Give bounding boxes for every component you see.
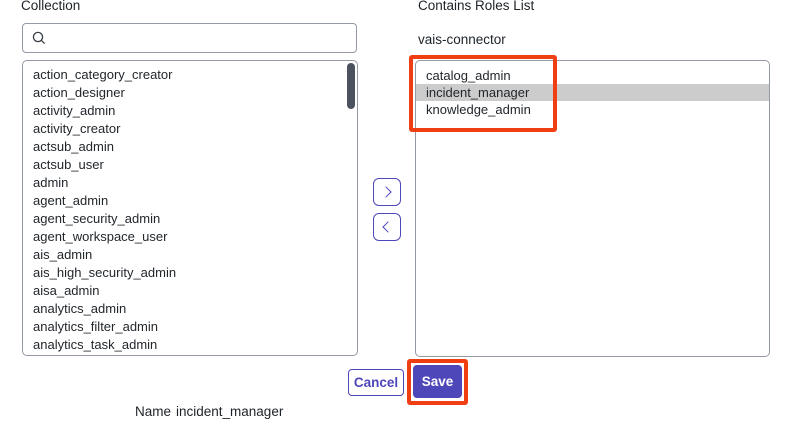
move-right-button[interactable]	[373, 178, 401, 206]
collection-search[interactable]	[22, 23, 357, 53]
chevron-right-icon	[380, 186, 392, 198]
list-item[interactable]: action_category_creator	[33, 67, 173, 82]
list-item[interactable]: ais_high_security_admin	[33, 265, 177, 280]
collection-label: Collection	[21, 0, 81, 13]
list-item[interactable]: analytics_viewer	[23, 354, 357, 355]
list-item[interactable]: analytics_filter_admin	[33, 319, 159, 334]
list-item[interactable]: analytics_admin	[33, 301, 127, 316]
collection-scrollbar[interactable]	[347, 63, 355, 109]
name-label: Name	[135, 404, 172, 419]
contains-roles-label: Contains Roles List	[418, 0, 535, 13]
list-item[interactable]: knowledge_admin	[426, 102, 531, 117]
list-item[interactable]: activity_creator	[33, 121, 121, 136]
list-item[interactable]: ais_admin	[33, 247, 93, 262]
cancel-button[interactable]: Cancel	[348, 369, 404, 396]
list-item[interactable]: admin	[33, 175, 69, 190]
list-item[interactable]: agent_admin	[33, 193, 109, 208]
search-input[interactable]	[47, 24, 356, 52]
list-item[interactable]: analytics_task_admin	[33, 337, 158, 352]
list-item[interactable]: actsub_user	[33, 157, 104, 172]
search-icon	[31, 30, 47, 46]
list-item[interactable]: agent_workspace_user	[33, 229, 168, 244]
list-item[interactable]: activity_admin	[33, 103, 116, 118]
chevron-left-icon	[382, 221, 394, 233]
list-item[interactable]: catalog_admin	[426, 68, 511, 83]
save-button[interactable]: Save	[413, 365, 462, 398]
name-value: incident_manager	[176, 404, 284, 419]
list-item[interactable]: action_designer	[33, 85, 125, 100]
move-left-button[interactable]	[373, 213, 401, 241]
group-name-label: vais-connector	[418, 32, 506, 47]
list-item[interactable]: agent_security_admin	[33, 211, 161, 226]
list-item[interactable]: actsub_admin	[33, 139, 114, 154]
list-item[interactable]: aisa_admin	[33, 283, 100, 298]
list-item[interactable]: incident_manager	[416, 84, 769, 101]
